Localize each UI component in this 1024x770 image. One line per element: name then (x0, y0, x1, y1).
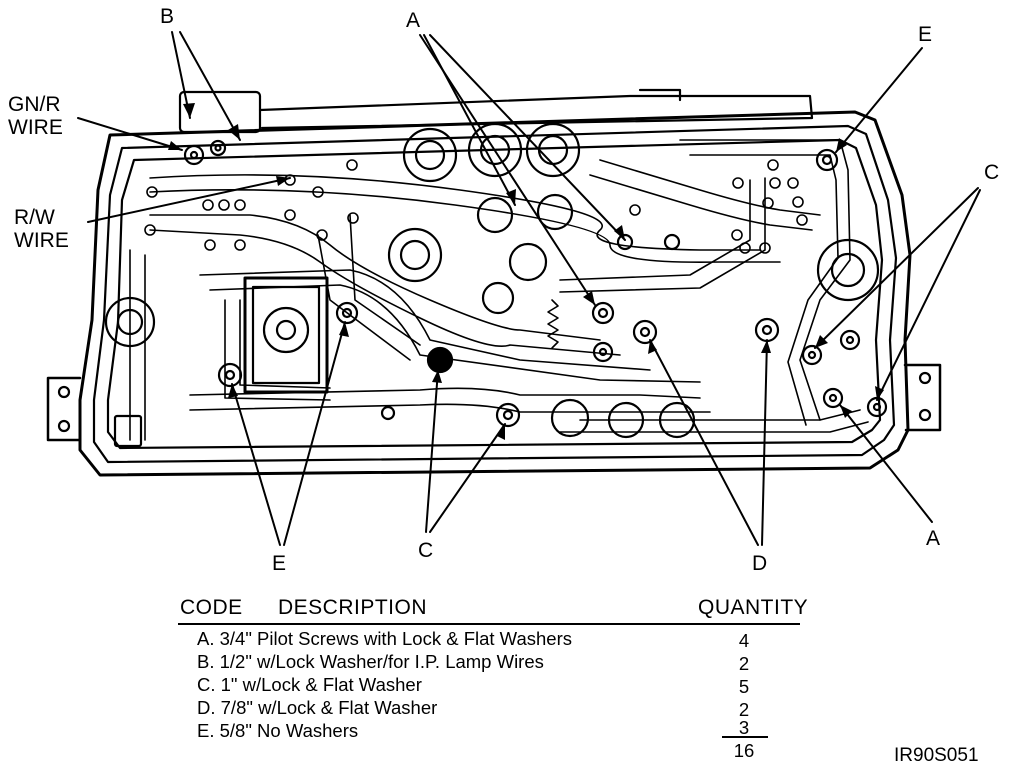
row-a-quantity: 4 (738, 630, 750, 651)
header-quantity: QUANTITY (698, 596, 809, 619)
cluster-screws (183, 139, 888, 428)
instrument-cluster-diagram (46, 31, 981, 546)
callout-a-bottom: A (926, 527, 941, 550)
callout-b-top: B (160, 5, 175, 28)
total-quantity: 16 (733, 740, 755, 761)
callout-e-top: E (918, 23, 933, 46)
row-b-quantity: 2 (738, 653, 750, 674)
row-b-description: B. 1/2" w/Lock Washer/for I.P. Lamp Wire… (197, 651, 544, 672)
leader-lines (77, 31, 981, 546)
header-description: DESCRIPTION (278, 596, 428, 619)
row-e-description: E. 5/8" No Washers (197, 720, 359, 741)
callout-a-top: A (406, 9, 421, 32)
fastener-table: CODE DESCRIPTION QUANTITY A. 3/4" Pilot … (0, 590, 1024, 770)
header-rule (178, 623, 800, 625)
connector-block (113, 276, 329, 448)
lamp-sockets (104, 122, 880, 439)
row-d-description: D. 7/8" w/Lock & Flat Washer (197, 697, 438, 718)
callout-c-bottom: C (418, 539, 434, 562)
resistor (547, 299, 559, 349)
callout-e-bottom: E (272, 552, 287, 575)
row-c-quantity: 5 (738, 676, 750, 697)
row-e-quantity: 3 (738, 717, 750, 738)
row-d-quantity: 2 (738, 699, 750, 720)
contact-pads (144, 159, 808, 254)
callout-d-bottom: D (752, 552, 768, 575)
callout-c-right: C (984, 161, 1000, 184)
figure-id: IR90S051 (894, 745, 979, 766)
arrowheads (168, 103, 884, 440)
callout-gnr-wire: GN/R WIRE (8, 93, 63, 139)
row-c-description: C. 1" w/Lock & Flat Washer (197, 674, 422, 695)
cluster-housing (46, 88, 942, 477)
callout-rw-wire: R/W WIRE (14, 206, 69, 252)
header-code: CODE (180, 596, 243, 619)
row-a-description: A. 3/4" Pilot Screws with Lock & Flat Wa… (197, 628, 572, 649)
total-rule (722, 736, 768, 738)
circuit-traces (129, 139, 869, 441)
